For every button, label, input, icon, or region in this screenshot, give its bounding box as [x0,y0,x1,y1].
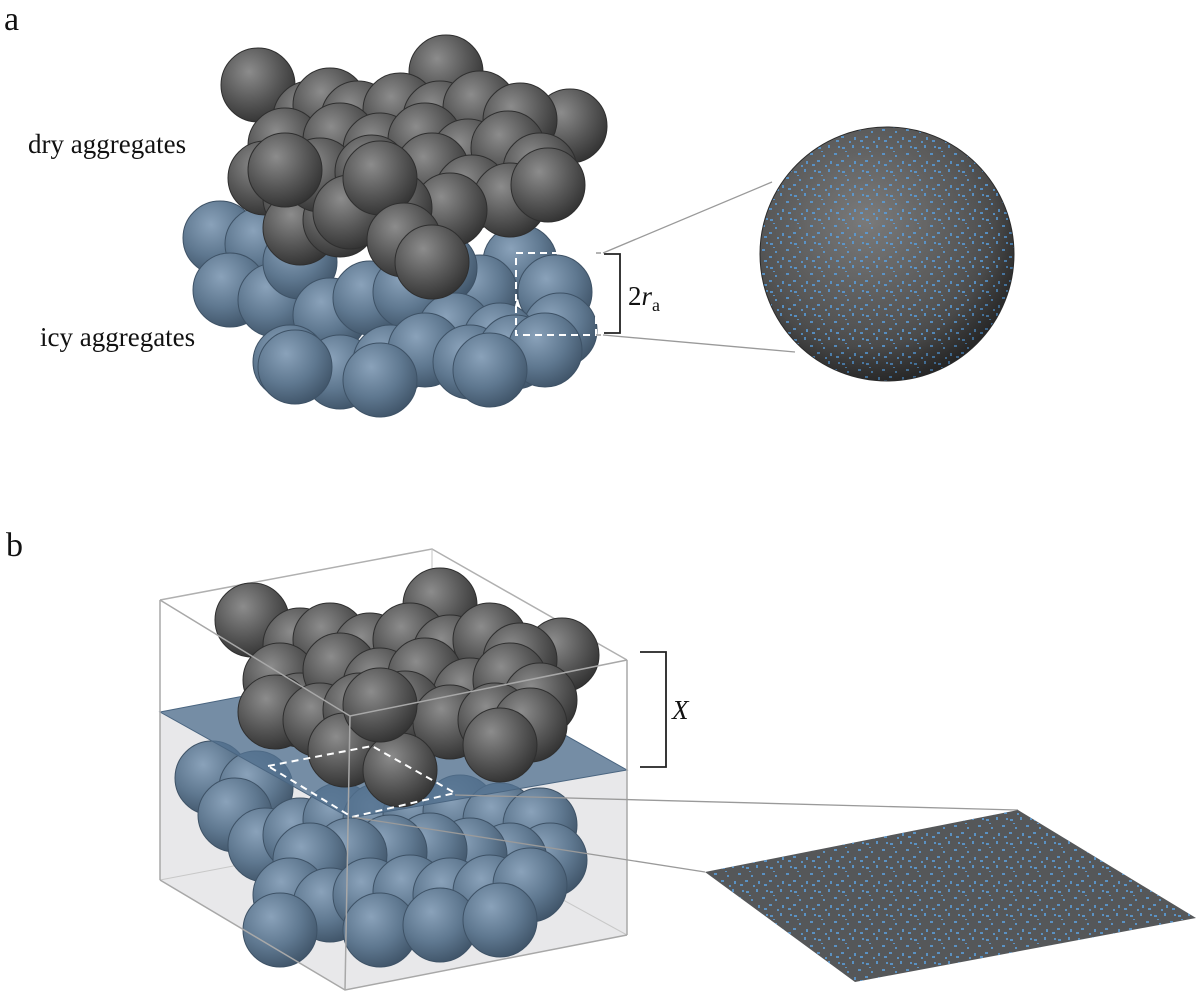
icy-sphere [257,329,333,405]
panel-b-selection-box [265,744,458,819]
panel-b-dimension-bracket [640,651,667,768]
panel-a-dimension-label: 2ra [628,281,660,315]
dimension-subscript: a [652,295,660,315]
dimension-variable: r [642,281,653,311]
icy-sphere [342,342,418,418]
zoom-line-top [602,181,773,254]
icy-aggregates-label: icy aggregates [40,322,195,352]
panel-a-dimension-bracket [604,253,621,334]
panel-b-dry-spheres [214,567,600,808]
zoom-line-bottom [602,334,796,353]
icy-sphere [242,892,318,968]
panel-a-sphere-cluster [182,34,608,418]
dry-sphere [247,132,323,208]
panel-a-dry-spheres [220,34,608,300]
dry-sphere [342,667,418,743]
panel-b-letter: b [6,527,23,564]
panel-a-letter: a [4,1,19,38]
icy-sphere [462,882,538,958]
panel-a-selection-box [515,252,597,336]
zoom-line-right [454,794,1019,811]
panel-b-dimension-label: X [671,695,690,725]
dimension-prefix: 2 [628,281,642,311]
zoom-line-left [351,816,706,873]
dry-sphere [362,732,438,808]
dry-sphere [394,224,470,300]
magnified-sphere [759,126,1015,382]
dry-sphere [510,147,586,223]
panel-b-box-front-edges [159,599,628,991]
dry-aggregates-label: dry aggregates [28,129,186,159]
magnified-cross-section [705,810,1196,982]
icy-sphere [452,332,528,408]
dry-sphere [462,707,538,783]
